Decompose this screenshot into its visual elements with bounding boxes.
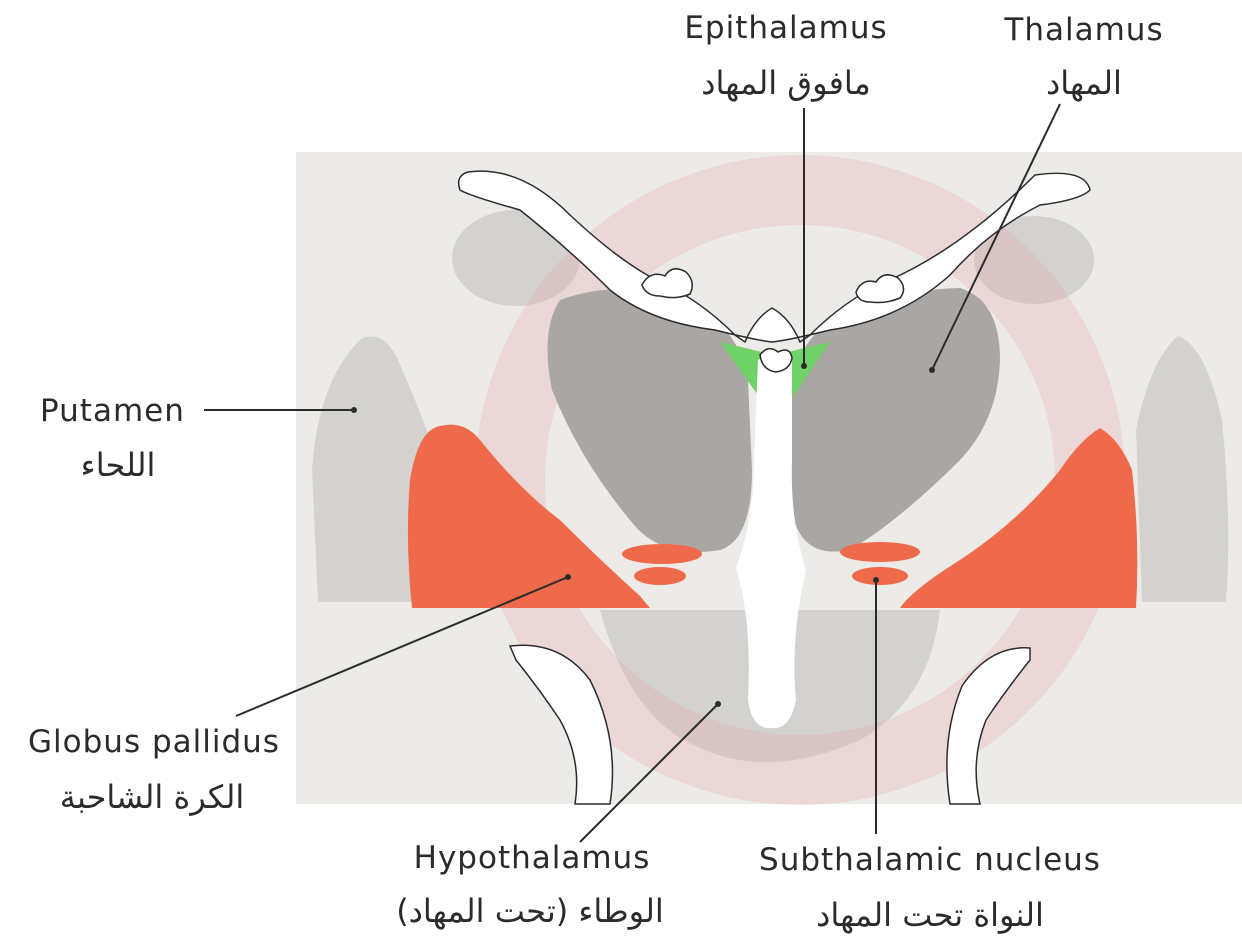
- label-subthalamic-en: Subthalamic nucleus: [759, 842, 1101, 878]
- label-thalamus-ar: المهاد: [1046, 64, 1122, 102]
- dot-hypothalamus: [715, 701, 721, 707]
- subthalamic-right-upper: [840, 542, 920, 562]
- label-globus-pallidus-ar: الكرة الشاحبة: [60, 778, 244, 816]
- dot-epithalamus: [801, 363, 807, 369]
- label-epithalamus-ar: مافوق المهاد: [701, 64, 871, 102]
- subthalamic-left-lower: [634, 567, 686, 585]
- label-subthalamic-ar: النواة تحت المهاد: [816, 896, 1044, 934]
- label-thalamus-en: Thalamus: [1003, 12, 1163, 48]
- label-globus-pallidus-en: Globus pallidus: [28, 724, 280, 760]
- label-hypothalamus-en: Hypothalamus: [414, 840, 651, 876]
- dot-globus-pallidus: [565, 574, 571, 580]
- dot-putamen: [351, 407, 357, 413]
- label-hypothalamus-ar: الوطاء (تحت المهاد): [396, 892, 664, 930]
- subthalamic-left-upper: [622, 544, 702, 564]
- dot-thalamus: [929, 367, 935, 373]
- subthalamic-right-lower: [852, 567, 908, 585]
- dot-subthalamic: [873, 577, 879, 583]
- label-putamen-en: Putamen: [40, 393, 185, 429]
- label-putamen-ar: اللحاء: [81, 446, 156, 484]
- label-epithalamus-en: Epithalamus: [684, 10, 887, 46]
